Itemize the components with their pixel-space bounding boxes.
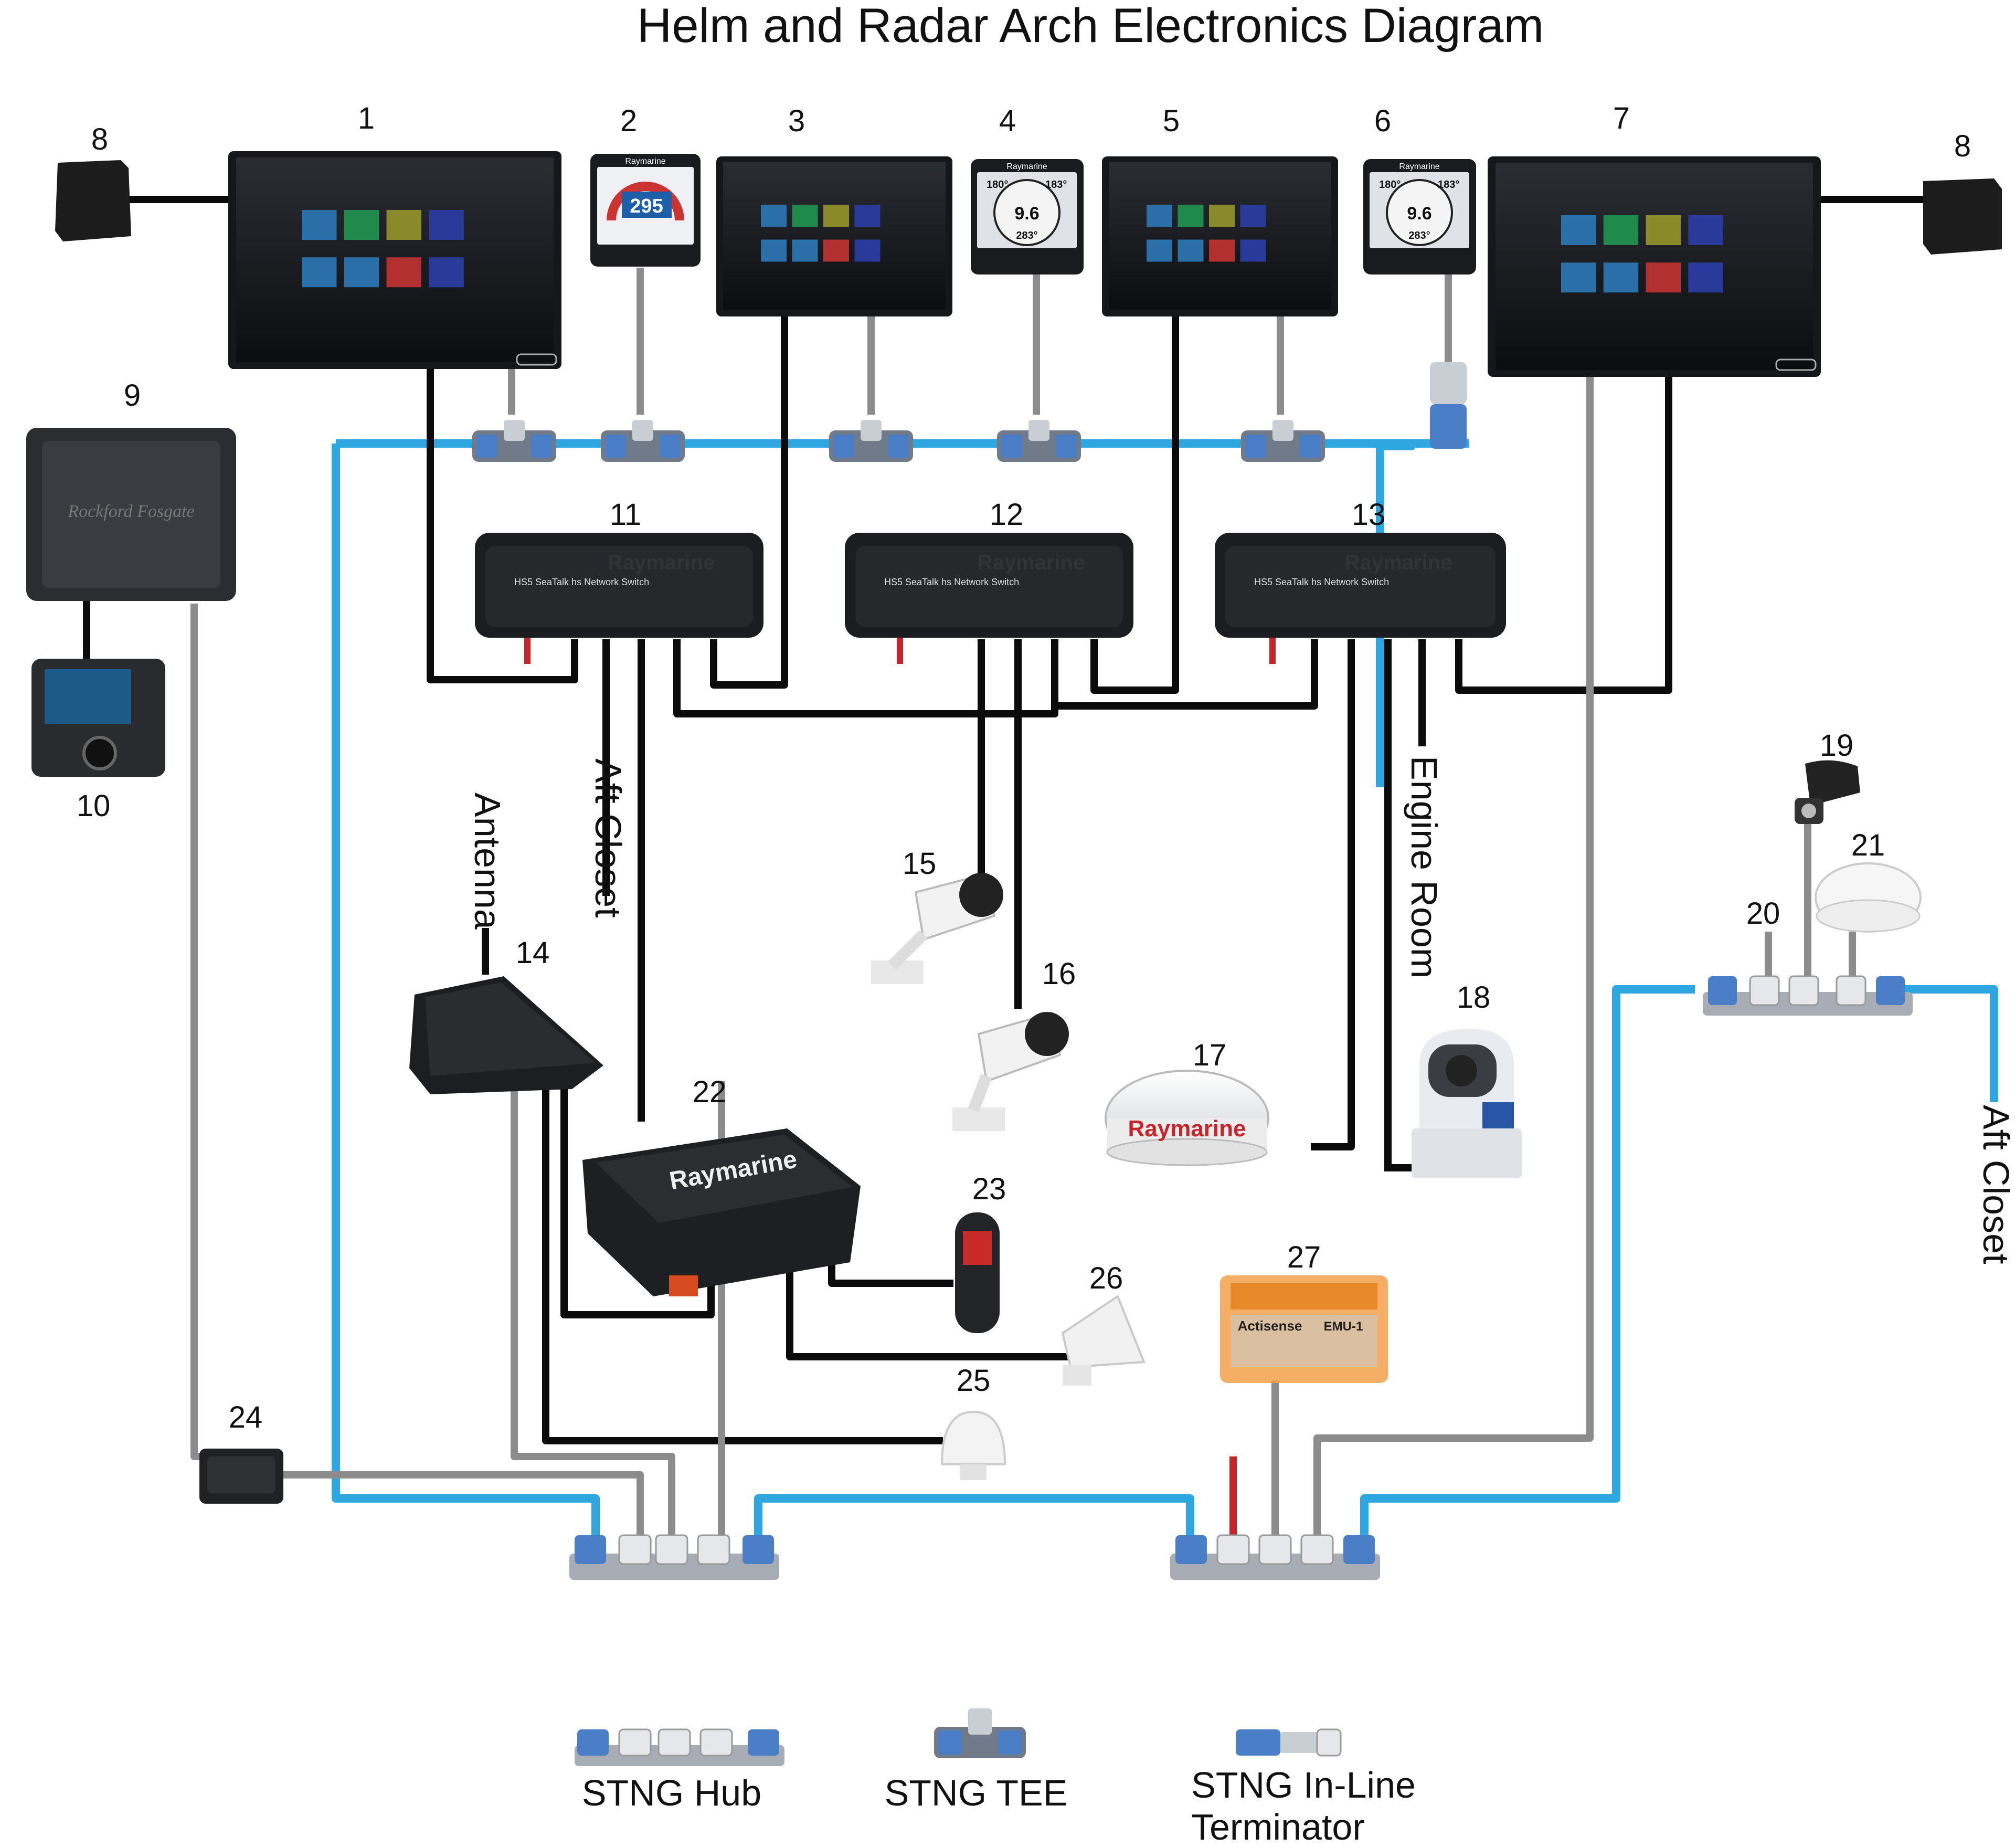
switch-11: HS5 SeaTalk hs Network Switch Raymarine [475,533,763,638]
heading-sensor-19 [1795,760,1860,824]
num-7: 7 [1613,101,1630,135]
svg-text:Raymarine: Raymarine [1345,551,1452,574]
handset-23 [955,1212,1000,1333]
svg-text:283°: 283° [1408,230,1430,241]
radar-17: Raymarine [1105,1070,1269,1166]
label-aft-closet-right: Aft Closet [1976,1105,2015,1264]
svg-text:Raymarine: Raymarine [1128,1116,1246,1142]
num-25: 25 [957,1364,991,1398]
svg-text:Raymarine: Raymarine [608,551,715,574]
switch-13: HS5 SeaTalk hs Network Switch Raymarine [1215,533,1506,638]
drop-cables [190,268,1856,1535]
label-engine-room: Engine Room [1404,756,1445,978]
num-24: 24 [229,1400,263,1434]
num-23: 23 [972,1172,1006,1206]
svg-text:180°: 180° [987,179,1008,191]
camera-15 [871,872,1003,984]
svg-text:Raymarine: Raymarine [625,157,665,166]
svg-text:HS5 SeaTalk hs Network Switch: HS5 SeaTalk hs Network Switch [514,577,649,587]
num-9: 9 [124,378,141,413]
svg-text:9.6: 9.6 [1014,204,1039,224]
num-19: 19 [1820,728,1854,763]
svg-text:180°: 180° [1379,179,1401,191]
remote-8-left [55,160,131,241]
legend-terminator-label-2: Terminator [1191,1807,1365,1847]
num-5: 5 [1163,104,1180,138]
svg-text:295: 295 [630,195,663,217]
svg-text:Raymarine: Raymarine [1006,162,1047,171]
num-14: 14 [516,936,550,970]
num-27: 27 [1287,1240,1321,1274]
instrument-6: 9.6 180° 183° 283° Raymarine [1363,159,1476,274]
legend-tee-label: STNG TEE [885,1772,1068,1813]
svg-text:183°: 183° [1438,179,1459,191]
svg-text:Raymarine: Raymarine [978,551,1085,574]
instrument-2: 295 Raymarine [590,154,701,267]
hailer-26 [1061,1294,1146,1386]
stng-hub-20 [1703,975,1913,1016]
display-3 [716,156,952,316]
num-20: 20 [1746,896,1780,931]
num-26: 26 [1089,1261,1123,1295]
switch-12: HS5 SeaTalk hs Network Switch Raymarine [845,533,1133,638]
display-7 [1488,156,1821,377]
device-24 [199,1449,283,1504]
num-8-left: 8 [91,122,108,156]
legend-hub-symbol [575,1728,784,1766]
thermal-camera-18 [1412,1029,1522,1178]
label-antenna: Antenna [467,793,508,930]
svg-text:EMU-1: EMU-1 [1324,1319,1363,1334]
diagram-title: Helm and Radar Arch Electronics Diagram [637,0,1544,52]
svg-text:Rockford Fosgate: Rockford Fosgate [67,502,194,521]
stereo-10 [31,659,165,777]
svg-text:9.6: 9.6 [1407,204,1431,224]
svg-text:HS5 SeaTalk hs Network Switch: HS5 SeaTalk hs Network Switch [884,577,1019,587]
backbone-tees [472,362,1467,462]
num-12: 12 [990,498,1024,532]
svg-text:Raymarine: Raymarine [1399,162,1439,171]
stng-hub-left [569,1534,779,1580]
ais-14 [409,976,603,1094]
legend: STNG Hub STNG TEE STNG In-Line Terminato… [575,1708,1416,1847]
num-13: 13 [1352,498,1386,532]
num-10: 10 [77,789,111,823]
num-17: 17 [1193,1038,1227,1072]
emu-27: Actisense EMU-1 [1220,1275,1388,1383]
svg-text:283°: 283° [1016,230,1037,241]
num-22: 22 [693,1075,727,1109]
num-2: 2 [620,104,637,138]
gps-21 [1815,862,1922,933]
label-aft-closet-left: Aft Closet [588,758,629,917]
num-3: 3 [788,104,805,138]
num-11: 11 [610,498,641,532]
instrument-4: 9.6 180° 183° 283° Raymarine [971,159,1084,274]
stng-hub-right [1170,1534,1380,1580]
legend-hub-label: STNG Hub [582,1772,761,1813]
remote-8-right [1923,178,2002,255]
num-4: 4 [999,104,1016,138]
num-18: 18 [1457,980,1491,1015]
num-15: 15 [903,847,937,881]
svg-text:Actisense: Actisense [1238,1318,1302,1334]
legend-terminator-symbol [1236,1728,1342,1757]
legend-tee-symbol [934,1708,1026,1758]
legend-terminator-label-1: STNG In-Line [1191,1765,1416,1805]
num-6: 6 [1374,104,1391,138]
num-8-right: 8 [1954,129,1971,163]
svg-text:183°: 183° [1045,179,1067,191]
svg-text:HS5 SeaTalk hs Network Switch: HS5 SeaTalk hs Network Switch [1254,577,1389,587]
num-16: 16 [1042,957,1076,991]
display-1 [228,151,561,369]
ethernet-cables [79,196,1935,1444]
camera-16 [952,1011,1069,1131]
display-5 [1102,156,1338,316]
device-numbers: 1 2 3 4 5 6 7 8 8 9 10 11 12 13 14 15 16… [77,101,1971,1434]
vhf-22: Raymarine [582,1128,861,1296]
amplifier-9: Rockford Fosgate [26,428,236,601]
num-1: 1 [358,101,375,135]
gps-antenna-25 [940,1410,1006,1480]
num-21: 21 [1851,828,1885,862]
